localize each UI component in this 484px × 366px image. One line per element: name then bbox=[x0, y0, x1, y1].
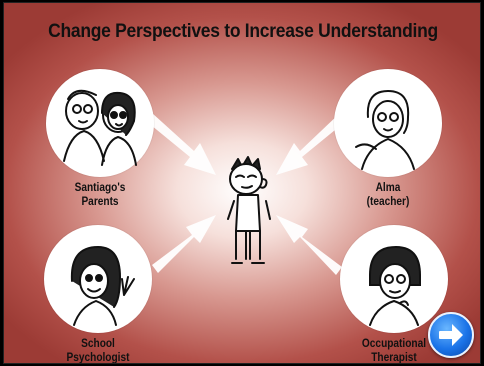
next-slide-button[interactable] bbox=[428, 312, 474, 358]
slide-title: Change Perspectives to Increase Understa… bbox=[48, 21, 438, 42]
teacher-illustration bbox=[355, 89, 415, 170]
parents-illustration bbox=[63, 89, 137, 166]
label-therapist: Occupational Therapist bbox=[361, 338, 427, 364]
bubble-psychologist bbox=[44, 225, 152, 333]
arrow-psychologist bbox=[152, 215, 216, 273]
arrow-right-icon bbox=[439, 324, 463, 346]
therapist-illustration bbox=[369, 245, 421, 326]
psychologist-illustration bbox=[70, 245, 135, 326]
slide-canvas: Change Perspectives to Increase Understa… bbox=[3, 2, 481, 364]
label-teacher: Alma (teacher) bbox=[366, 182, 410, 208]
bubble-therapist bbox=[340, 225, 448, 333]
arrow-therapist bbox=[276, 215, 342, 275]
arrow-parents bbox=[146, 113, 216, 175]
bubble-parents bbox=[46, 69, 154, 177]
bubble-teacher bbox=[334, 69, 442, 177]
arrow-teacher bbox=[276, 113, 346, 175]
perspective-arrows bbox=[146, 113, 346, 275]
label-parents: Santiago's Parents bbox=[74, 182, 126, 208]
santiago-figure bbox=[216, 153, 280, 273]
label-psychologist: School Psychologist bbox=[66, 338, 130, 364]
boy-illustration bbox=[227, 156, 271, 264]
